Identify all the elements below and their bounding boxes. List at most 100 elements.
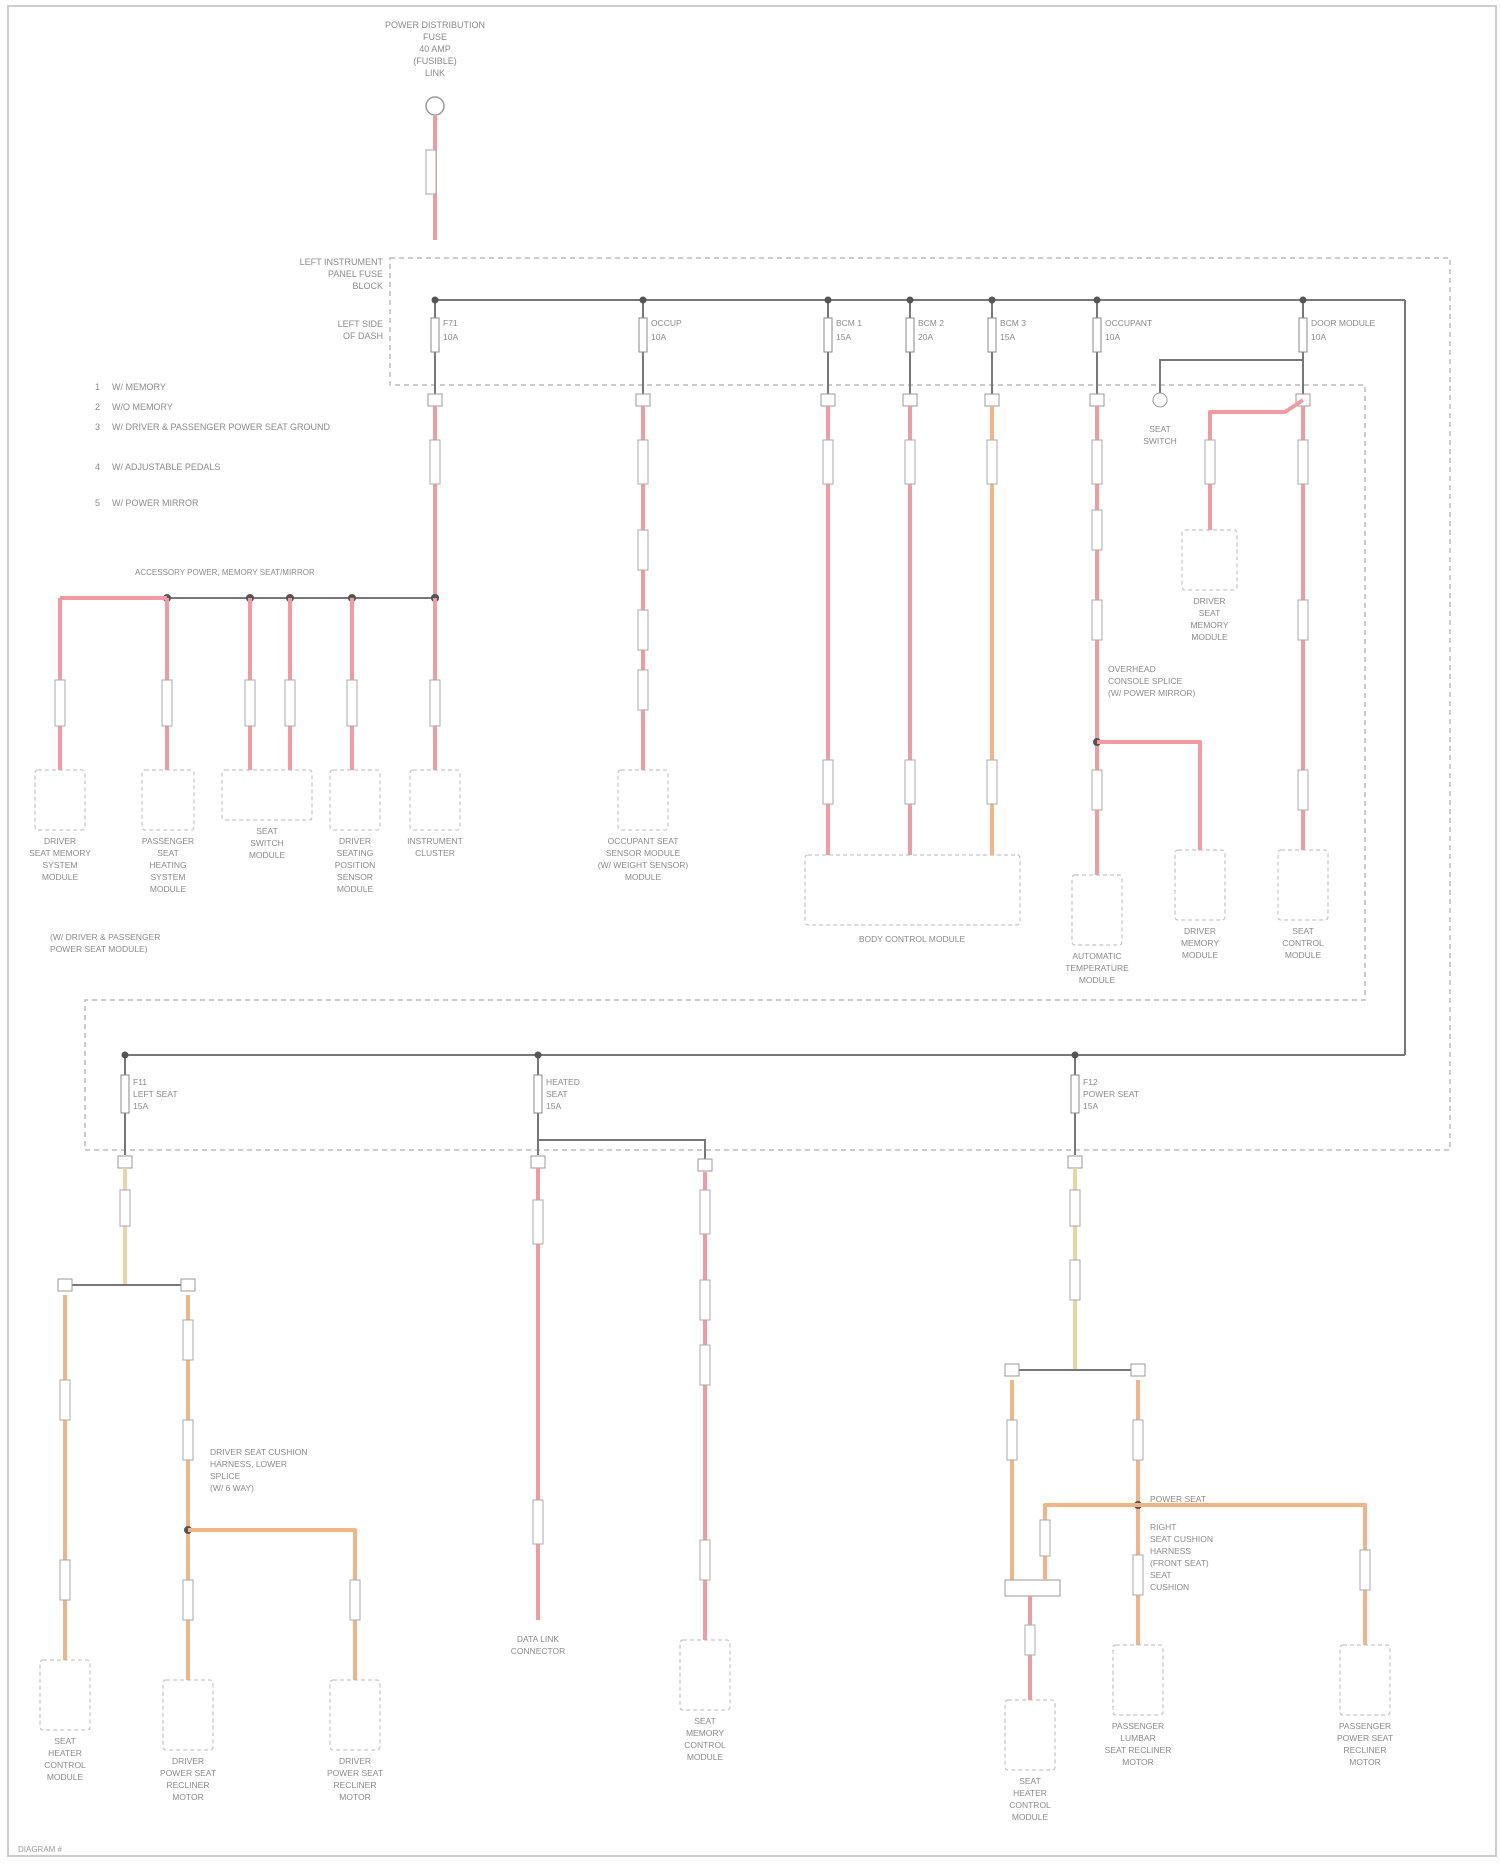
inline-connector: [1005, 1580, 1060, 1596]
footer-text: DIAGRAM #: [18, 1845, 63, 1854]
connector: [1131, 1364, 1145, 1376]
comp-seat-heater-left-box: [40, 1660, 90, 1730]
fuse-rating: 15A: [836, 332, 851, 342]
wire-tag-acc: [347, 680, 357, 726]
comp-passenger-seat-heating-label: PASSENGER: [142, 836, 194, 846]
fuse-rating: 15A: [546, 1101, 561, 1111]
wire-tag-acc: [285, 680, 295, 726]
comp-passenger-lumbar-label: LUMBAR: [1120, 1733, 1155, 1743]
comp-seat-control-label: MODULE: [1285, 950, 1322, 960]
right-splice-label: (FRONT SEAT): [1150, 1558, 1209, 1568]
wire-tag: [1133, 1420, 1143, 1460]
wire-tag: [1025, 1625, 1035, 1655]
comp-seat-heater-right-label: HEATER: [1013, 1788, 1047, 1798]
comp-seat-memory-control-label: SEAT: [694, 1716, 716, 1726]
wire-right-c: [1045, 1505, 1138, 1580]
fuse-body: [431, 318, 439, 352]
comp-passenger-recliner-box: [1340, 1645, 1390, 1715]
comp-seat-heater-left-label: HEATER: [48, 1748, 82, 1758]
connector: [821, 394, 835, 406]
connector: [1090, 394, 1104, 406]
legend-text-2: W/O MEMORY: [112, 402, 173, 412]
fuse-rating: 10A: [651, 332, 666, 342]
comp-occupant-seat-sensor-label: MODULE: [625, 872, 662, 882]
wire-tag: [700, 1540, 710, 1580]
connector: [181, 1279, 195, 1291]
comp-seat-heater-right-label: SEAT: [1019, 1776, 1041, 1786]
fuse-body: [824, 318, 832, 352]
legend-code-2: 2: [95, 402, 100, 412]
wire-tag: [638, 530, 648, 570]
fuse-name: BCM 2: [918, 318, 944, 328]
fuse-panel-label: LEFT INSTRUMENT PANEL FUSE BLOCK LEFT SI…: [300, 257, 384, 341]
comp-passenger-seat-heating-label: SEAT: [157, 848, 179, 858]
comp-seat-heater-right-label: CONTROL: [1009, 1800, 1051, 1810]
fuse-name: BCM 1: [836, 318, 862, 328]
left-side-line-2: OF DASH: [343, 331, 383, 341]
fuse-rating: 15A: [1083, 1101, 1098, 1111]
wire-tag: [120, 1190, 130, 1226]
extra-labels: (W/ DRIVER & PASSENGERPOWER SEAT MODULE)…: [50, 424, 1213, 1656]
fuse-rating: 10A: [1311, 332, 1326, 342]
comp-instrument-cluster-box: [410, 770, 460, 830]
legend-text-4: W/ ADJUSTABLE PEDALS: [112, 462, 220, 472]
wire-tag-f71: [430, 440, 440, 484]
left-splice-label: SPLICE: [210, 1471, 241, 1481]
comp-driver-seat-memory-2-label: SEAT: [1199, 608, 1221, 618]
legend: 1 W/ MEMORY 2 W/O MEMORY 3 W/ DRIVER & P…: [95, 382, 331, 508]
connector: [985, 394, 999, 406]
comp-seat-control-label: CONTROL: [1282, 938, 1324, 948]
bus-node: [989, 297, 996, 304]
comp-driver-seat-memory-2-label: DRIVER: [1193, 596, 1225, 606]
connector: [531, 1156, 545, 1168]
fuse-body: [639, 318, 647, 352]
accessory-bus-label: ACCESSORY POWER, MEMORY SEAT/MIRROR: [135, 568, 315, 577]
fuse-name: F11: [133, 1077, 147, 1087]
comp-driver-memory-label: MEMORY: [1181, 938, 1219, 948]
fuse-extra: POWER SEAT: [1083, 1089, 1139, 1099]
right-splice-label: CUSHION: [1150, 1582, 1189, 1592]
comp-seat-heater-right-box: [1005, 1700, 1055, 1770]
comp-driver-seat-memory-2-label: MEMORY: [1190, 620, 1228, 630]
fuse-name: HEATED: [546, 1077, 580, 1087]
top-note: (W/ DRIVER & PASSENGER: [50, 932, 160, 942]
comp-driver-recliner-2-label: RECLINER: [334, 1780, 377, 1790]
source-terminal: [426, 97, 444, 115]
legend-code-5: 5: [95, 498, 100, 508]
comp-driver-seat-memory-box: [35, 770, 85, 830]
fuse-body: [906, 318, 914, 352]
comp-driver-memory-label: MODULE: [1182, 950, 1219, 960]
source-line-4: (FUSIBLE): [413, 56, 457, 66]
power-source-label: POWER DISTRIBUTION FUSE 40 AMP (FUSIBLE)…: [385, 20, 485, 78]
fuse-panel-line-3: BLOCK: [352, 281, 383, 291]
bus-node: [535, 1052, 542, 1059]
wire-tag: [426, 150, 436, 194]
wire-tag: [1007, 1420, 1017, 1460]
comp-instrument-cluster-label: CLUSTER: [415, 848, 455, 858]
comp-automatic-temperature-label: MODULE: [1079, 975, 1116, 985]
connector: [903, 394, 917, 406]
comp-data-link-label: DATA LINK: [517, 1634, 560, 1644]
comp-seat-switch-label: SWITCH: [250, 838, 284, 848]
fuse-body: [1093, 318, 1101, 352]
comp-driver-seat-memory-label: DRIVER: [44, 836, 76, 846]
wire-tag: [183, 1580, 193, 1620]
comp-seat-switch-box: [222, 770, 312, 820]
connector: [118, 1156, 132, 1168]
comp-passenger-recliner-label: PASSENGER: [1339, 1721, 1391, 1731]
fuse-body: [988, 318, 996, 352]
comp-automatic-temperature-label: AUTOMATIC: [1072, 951, 1121, 961]
wire-tag: [350, 1580, 360, 1620]
comp-seat-memory-control-label: MODULE: [687, 1752, 724, 1762]
wire-left-c: [188, 1530, 355, 1680]
comp-seat-heater-right-label: MODULE: [1012, 1812, 1049, 1822]
wire-tag: [1070, 1260, 1080, 1300]
wire-tag-acc: [162, 680, 172, 726]
comp-driver-seating-position-label: POSITION: [335, 860, 376, 870]
comp-seat-memory-control-label: CONTROL: [684, 1740, 726, 1750]
comp-driver-recliner-1-box: [163, 1680, 213, 1750]
legend-code-1: 1: [95, 382, 100, 392]
right-splice-label: RIGHT: [1150, 1522, 1176, 1532]
comp-data-link-label: CONNECTOR: [511, 1646, 566, 1656]
